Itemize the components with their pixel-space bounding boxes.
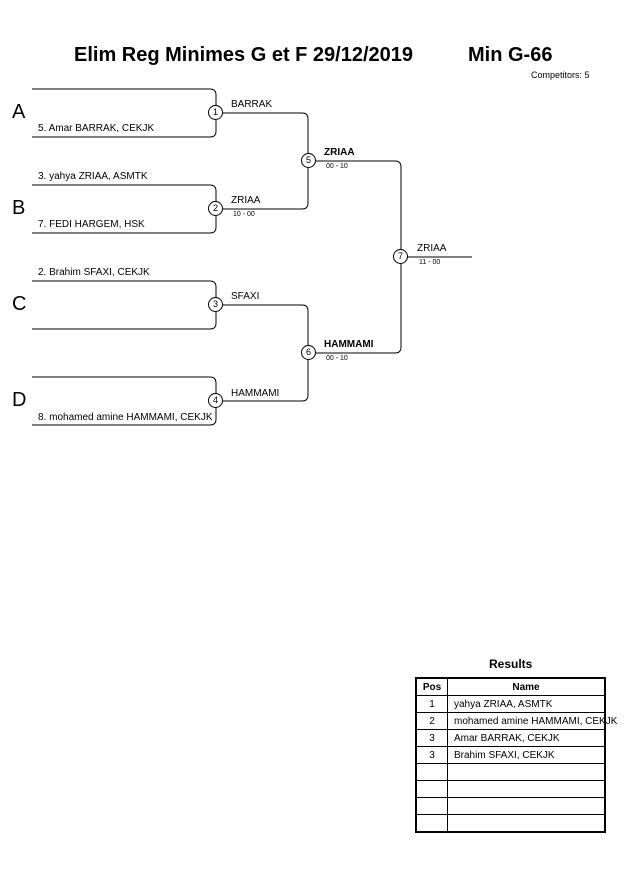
match-7-score: 11 - 00 <box>419 259 441 266</box>
table-row <box>415 780 606 798</box>
match-2-winner: ZRIAA <box>231 195 261 206</box>
bracket-pool-c <box>32 280 217 330</box>
table-row <box>415 763 606 781</box>
results-table: Pos Name 1 yahya ZRIAA, ASMTK 2 mohamed … <box>415 677 617 833</box>
result-name <box>447 763 606 781</box>
result-name: yahya ZRIAA, ASMTK <box>447 695 606 713</box>
competitors-count: Competitors: 5 <box>531 70 590 80</box>
match-node-1: 1 <box>208 105 223 120</box>
pool-label-d: D <box>12 389 27 411</box>
match-3-winner: SFAXI <box>231 291 260 302</box>
match-node-4: 4 <box>208 393 223 408</box>
pool-label-c: C <box>12 293 27 315</box>
table-row: 1 yahya ZRIAA, ASMTK <box>415 695 606 713</box>
result-name: Amar BARRAK, CEKJK <box>447 729 606 747</box>
result-name <box>447 780 606 798</box>
result-pos: 3 <box>415 746 448 764</box>
pool-label-b: B <box>12 197 26 219</box>
result-pos <box>415 763 448 781</box>
bracket-round2-top <box>216 112 309 210</box>
match-6-winner: HAMMAMI <box>324 339 374 350</box>
match-node-2: 2 <box>208 201 223 216</box>
entry-c-top: 2. Brahim SFAXI, CEKJK <box>38 267 150 278</box>
result-name: Brahim SFAXI, CEKJK <box>447 746 606 764</box>
results-header-name: Name <box>447 677 606 696</box>
match-1-winner: BARRAK <box>231 99 273 110</box>
results-header-row: Pos Name <box>415 677 606 696</box>
result-pos: 3 <box>415 729 448 747</box>
result-pos: 2 <box>415 712 448 730</box>
result-pos <box>415 797 448 815</box>
pool-label-a: A <box>12 101 26 123</box>
table-row <box>415 814 606 833</box>
match-4-winner: HAMMAMI <box>231 388 280 399</box>
entry-b-bottom: 7. FEDI HARGEM, HSK <box>38 219 145 230</box>
result-name <box>447 814 606 833</box>
match-node-5: 5 <box>301 153 316 168</box>
table-row <box>415 797 606 815</box>
result-pos <box>415 814 448 833</box>
result-pos <box>415 780 448 798</box>
result-name <box>447 797 606 815</box>
table-row: 3 Amar BARRAK, CEKJK <box>415 729 606 747</box>
results-title: Results <box>489 657 533 671</box>
page-title: Elim Reg Minimes G et F 29/12/2019 <box>74 44 414 66</box>
entry-b-top: 3. yahya ZRIAA, ASMTK <box>38 171 148 182</box>
results-header-pos: Pos <box>415 677 448 696</box>
result-name: mohamed amine HAMMAMI, CEKJK <box>447 712 617 730</box>
entry-a-bottom: 5. Amar BARRAK, CEKJK <box>38 123 155 134</box>
table-row: 2 mohamed amine HAMMAMI, CEKJK <box>415 712 617 730</box>
match-5-winner: ZRIAA <box>324 147 355 158</box>
match-node-3: 3 <box>208 297 223 312</box>
match-node-6: 6 <box>301 345 316 360</box>
bracket-final <box>308 160 402 354</box>
bracket-round2-bottom <box>216 304 309 402</box>
match-6-score: 00 - 10 <box>326 355 348 362</box>
match-2-score: 10 - 00 <box>233 211 255 218</box>
category-label: Min G-66 <box>468 44 553 66</box>
match-node-7: 7 <box>393 249 408 264</box>
match-7-winner: ZRIAA <box>417 243 447 254</box>
match-5-score: 00 - 10 <box>326 163 348 170</box>
entry-d-bottom: 8. mohamed amine HAMMAMI, CEKJK <box>38 412 213 423</box>
table-row: 3 Brahim SFAXI, CEKJK <box>415 746 606 764</box>
result-pos: 1 <box>415 695 448 713</box>
